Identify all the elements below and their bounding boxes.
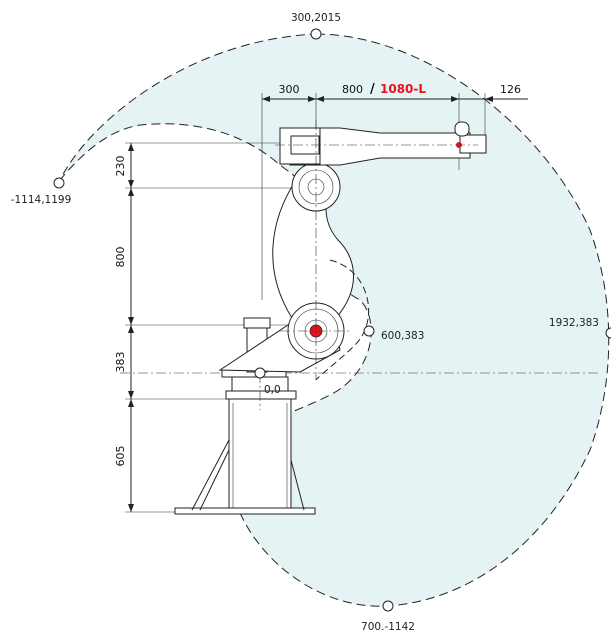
dim-wrist-label: 126 <box>500 83 521 96</box>
reach-marker-inner <box>363 325 375 337</box>
workspace-envelope <box>59 33 610 607</box>
reach-label-right: 1932,383 <box>549 317 599 329</box>
robot-upper-arm <box>279 121 487 166</box>
dim-offset-label: 300 <box>279 83 300 96</box>
reach-label-bottom: 700.-1142 <box>361 621 415 633</box>
dim-arm-variant-label: 1080-L <box>380 82 426 96</box>
robot-pedestal <box>174 398 316 515</box>
reach-marker-left <box>53 177 65 189</box>
dim-lower-label: 383 <box>114 352 127 373</box>
reach-label-origin: 0,0 <box>264 384 281 396</box>
reach-marker-bottom <box>382 600 394 612</box>
dim-base-label: 605 <box>114 446 127 467</box>
reach-label-inner: 600,383 <box>381 330 424 342</box>
dim-mid-label: 800 <box>114 247 127 268</box>
dim-arm-separator: / <box>370 82 375 97</box>
reach-marker-right <box>605 327 611 339</box>
dim-arm-prefix-label: 800 <box>342 83 363 96</box>
inner-reach-arc <box>315 259 370 381</box>
dim-upper-label: 230 <box>114 156 127 177</box>
reach-label-left: -1114,1199 <box>11 194 72 206</box>
reach-marker-origin <box>254 367 266 379</box>
reach-label-top: 300,2015 <box>291 12 341 24</box>
reach-marker-top <box>310 28 322 40</box>
